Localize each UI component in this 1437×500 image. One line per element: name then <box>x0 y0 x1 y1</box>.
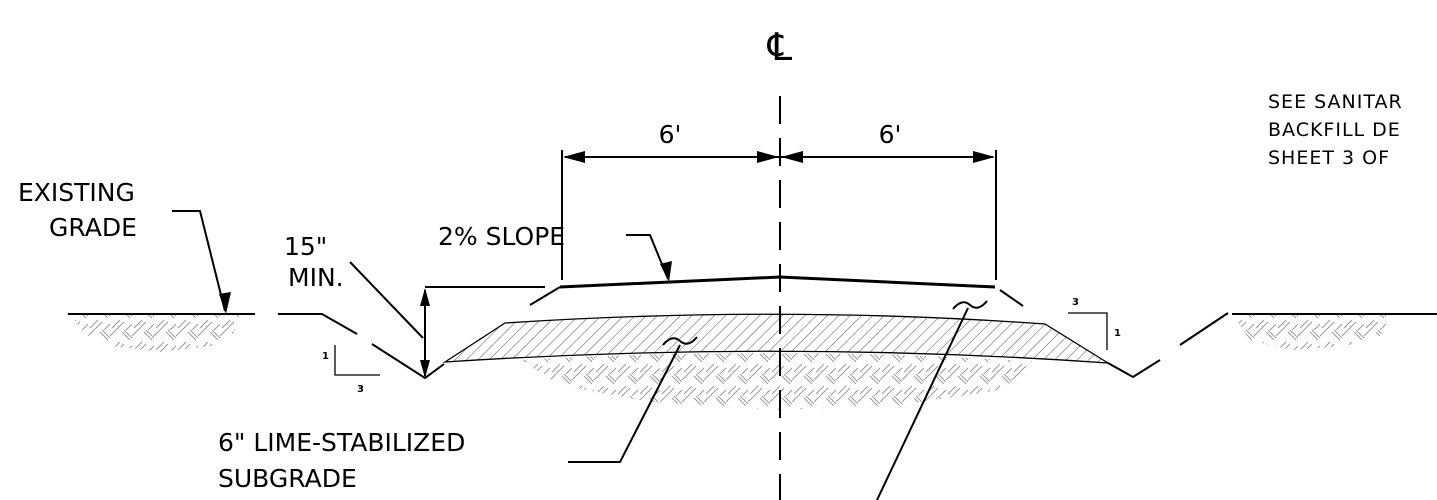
left-slope-rise: 1 <box>322 351 329 362</box>
depth-arrow-bottom <box>420 360 430 378</box>
depth-label-line2: MIN. <box>288 263 344 292</box>
existing-grade-leader <box>172 210 226 312</box>
left-slope-run: 3 <box>357 384 364 395</box>
slope-label: 2% SLOPE <box>438 222 565 251</box>
slope-leader <box>626 234 669 280</box>
right-slope-run: 3 <box>1072 297 1079 308</box>
arrowhead-left <box>563 151 585 163</box>
left-backslope-ditch <box>278 313 358 335</box>
right-slope-ratio-symbol <box>1068 312 1108 350</box>
right-backslope <box>1179 312 1229 346</box>
right-slope-rise: 1 <box>1114 328 1121 339</box>
soil-hatch-below-subgrade <box>520 352 1040 410</box>
existing-ground-hatch-right <box>1232 314 1395 350</box>
left-slope-ratio-symbol <box>334 345 380 376</box>
right-shoulder-slope <box>999 289 1024 307</box>
note-line1: SEE SANITAR <box>1268 91 1403 113</box>
existing-grade-label-line2: GRADE <box>49 213 137 242</box>
arrowhead-center-right <box>781 151 803 163</box>
note-line3: SHEET 3 OF <box>1268 147 1390 169</box>
depth-label-line1: 15" <box>284 232 327 261</box>
dimension-left-label: 6' <box>659 120 682 149</box>
dimension-right-label: 6' <box>879 120 902 149</box>
existing-grade-label-line1: EXISTING <box>18 178 135 207</box>
base-leader <box>876 307 969 500</box>
break-symbol-subgrade <box>662 336 698 346</box>
arrowhead-center-left <box>757 151 779 163</box>
road-surface-crown <box>559 275 996 289</box>
break-symbol-base <box>952 300 988 310</box>
subgrade-leader <box>568 344 681 463</box>
note-line2: BACKFILL DE <box>1268 119 1401 141</box>
arrowhead-right <box>973 151 995 163</box>
subgrade-label-line2: SUBGRADE <box>218 464 357 493</box>
left-ditch-bottom <box>371 343 445 380</box>
depth-leader <box>349 261 424 339</box>
centerline-label: ℄ <box>767 25 793 69</box>
subgrade-label-line1: 6" LIME-STABILIZED <box>218 428 465 457</box>
slope-leader-arrow <box>660 261 672 282</box>
centerline-symbol: ℄ <box>767 25 793 69</box>
existing-grade-leader-arrow <box>219 292 231 314</box>
depth-arrow-top <box>420 288 430 306</box>
right-ditch <box>1107 359 1161 379</box>
existing-ground-hatch-left <box>70 314 240 352</box>
left-shoulder-slope <box>529 286 561 306</box>
